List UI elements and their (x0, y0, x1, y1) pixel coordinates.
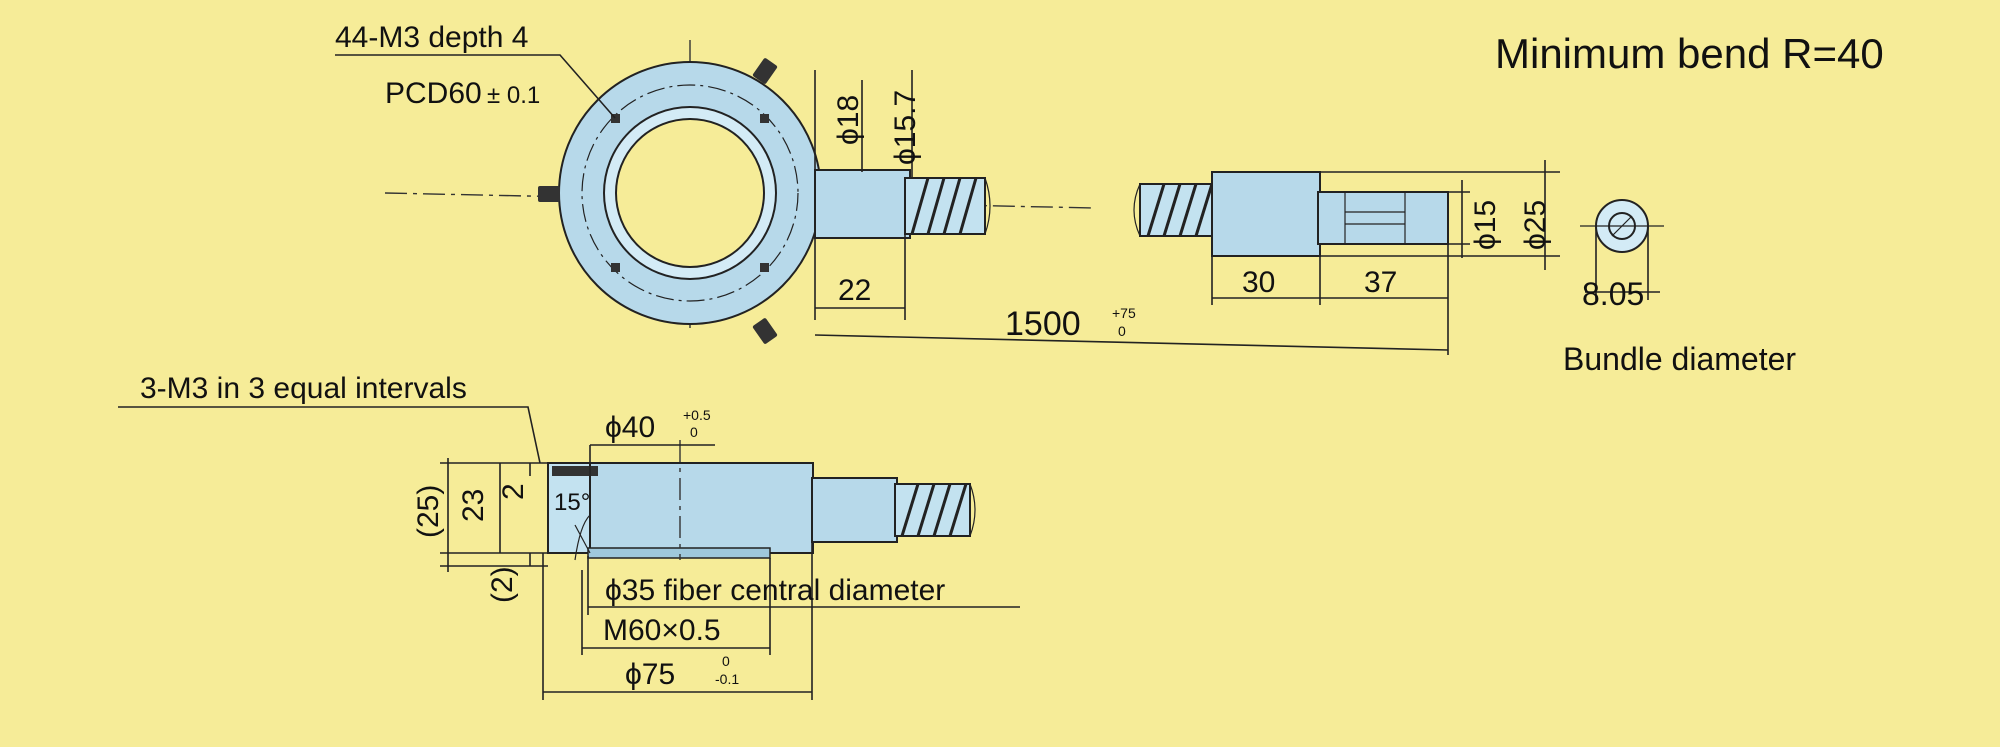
label-phi15: ϕ15 (1469, 200, 1502, 250)
label-min-bend: Minimum bend R=40 (1495, 30, 1884, 77)
label-angle: 15° (554, 489, 590, 516)
label-bundle-value: 8.05 (1582, 276, 1644, 312)
label-phi25: ϕ25 (1519, 200, 1552, 250)
set-screw (752, 318, 778, 344)
side-screw (552, 466, 598, 476)
tapped-hole (611, 263, 620, 272)
label-pcd: PCD60 (385, 77, 482, 110)
label-bundle-diameter: Bundle diameter (1563, 341, 1796, 377)
label-phi75: ϕ75 (625, 658, 675, 691)
label-length-tol-lower: 0 (1118, 323, 1126, 339)
label-phi40-tol-lower: 0 (690, 424, 698, 440)
label-screws: 3-M3 in 3 equal intervals (140, 372, 467, 405)
leader-screws (118, 406, 541, 464)
label-thread: M60×0.5 (603, 614, 721, 647)
label-phi75-tol-lower: -0.1 (715, 671, 739, 687)
set-screw (752, 58, 778, 84)
tapped-hole (611, 114, 620, 123)
set-screw (538, 186, 560, 202)
label-37: 37 (1364, 266, 1397, 299)
label-height-2: 2 (497, 483, 530, 500)
side-dimensions (118, 406, 1020, 700)
end-ferrule (1211, 171, 1321, 257)
label-pcd-tol: ± 0.1 (487, 82, 540, 109)
label-phi35: ϕ35 fiber central diameter (605, 574, 945, 607)
side-stem (811, 477, 898, 543)
stem (814, 169, 911, 239)
label-height-23: 23 (457, 489, 490, 522)
tapped-hole (760, 263, 769, 272)
top-dimensions (335, 54, 1660, 355)
label-phi75-tol-upper: 0 (722, 653, 730, 669)
flange-bore (615, 118, 765, 268)
tapped-hole (760, 114, 769, 123)
label-tapped-holes: 44-M3 depth 4 (335, 21, 528, 54)
label-phi15-7: ϕ15.7 (889, 90, 922, 165)
flex-tube-left (904, 177, 986, 235)
label-length-tol-upper: +75 (1112, 305, 1136, 321)
side-view (547, 440, 976, 561)
side-thread (587, 547, 771, 559)
pcd-circle (581, 84, 799, 302)
label-22: 22 (838, 274, 871, 307)
label-30: 30 (1242, 266, 1275, 299)
label-phi40: ϕ40 (605, 411, 655, 444)
label-height-25: (25) (412, 485, 445, 538)
label-phi40-tol-upper: +0.5 (683, 407, 711, 423)
label-height-2b: (2) (486, 566, 519, 603)
end-tip (1317, 191, 1449, 245)
leader-tapped (335, 54, 616, 119)
label-length: 1500 (1005, 305, 1081, 343)
side-face (547, 462, 591, 554)
top-view (384, 40, 1664, 344)
label-phi18: ϕ18 (832, 95, 865, 145)
